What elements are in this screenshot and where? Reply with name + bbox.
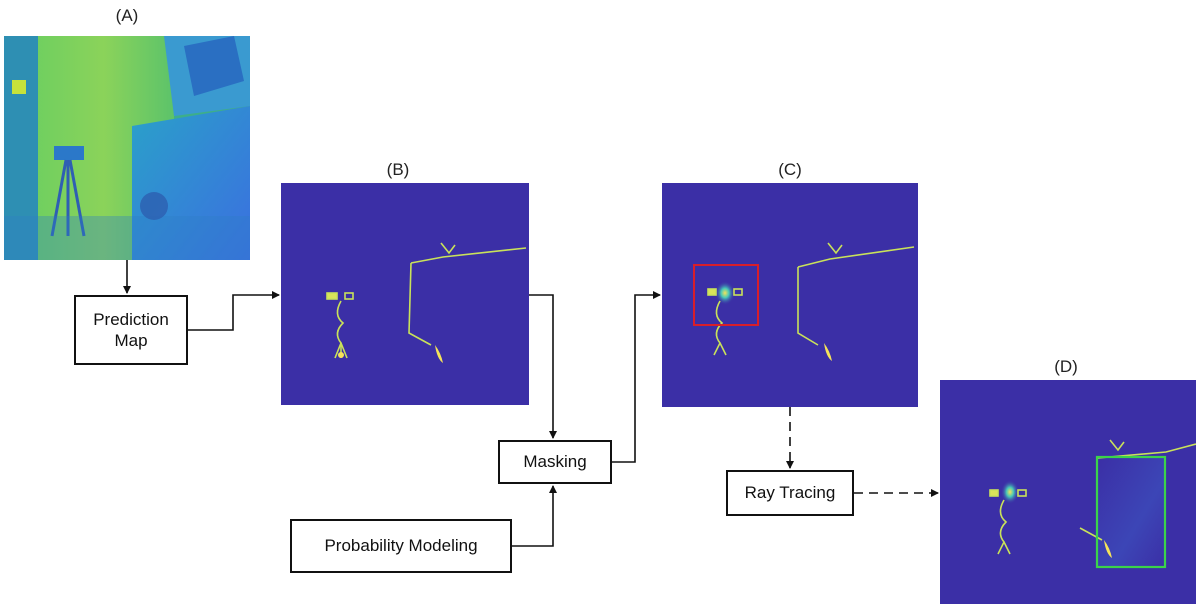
ray-tracing-label: Ray Tracing <box>744 483 836 503</box>
panel-c-label: (C) <box>778 160 802 179</box>
depth-image-panel-a <box>4 36 250 260</box>
edge-b-to-masking <box>529 294 557 439</box>
edge-prediction-map-to-b <box>188 291 280 331</box>
ray-traced-map-panel-d <box>940 380 1196 604</box>
masking-node: Masking <box>498 440 612 484</box>
panel-b-label: (B) <box>386 160 410 179</box>
prediction-map-panel-b <box>281 183 529 405</box>
masked-map-panel-c <box>662 183 918 407</box>
prediction-map-label: Prediction Map <box>93 309 169 350</box>
panel-d-label: (D) <box>1054 357 1078 376</box>
ray-tracing-node: Ray Tracing <box>726 470 854 516</box>
detection-box-red <box>693 264 759 326</box>
edge-probability-modeling-to-masking <box>512 485 557 547</box>
prediction-map-node: Prediction Map <box>74 295 188 365</box>
edge-masking-to-c <box>612 291 661 463</box>
detection-box-green <box>1095 455 1167 569</box>
probability-modeling-node: Probability Modeling <box>290 519 512 573</box>
masking-label: Masking <box>523 452 587 472</box>
probability-modeling-label: Probability Modeling <box>324 536 478 556</box>
panel-a-label: (A) <box>115 6 139 25</box>
